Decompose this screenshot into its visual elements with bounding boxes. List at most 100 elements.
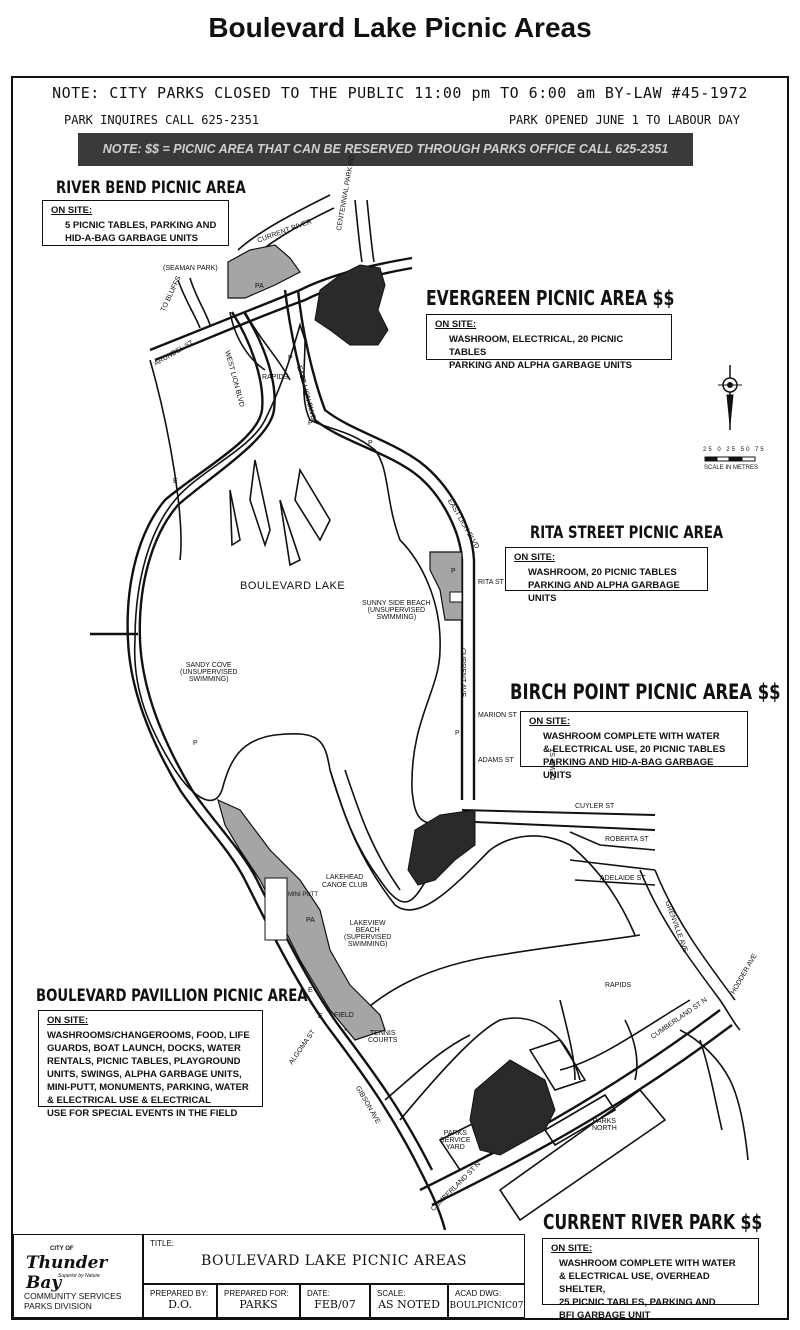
p-label: P xyxy=(451,568,456,575)
logo-tagline: Superior by Nature xyxy=(58,1273,100,1279)
sunny-side-label: SUNNY SIDE BEACH (UNSUPERVISED SWIMMING) xyxy=(362,600,431,621)
title-cell: TITLE: BOULEVARD LAKE PICNIC AREAS xyxy=(143,1234,525,1284)
thunder-bay-logo: Thunder Bay xyxy=(26,1253,108,1293)
lakehead-label: LAKEHEAD xyxy=(326,874,364,881)
prepared-for-value: PARKS xyxy=(239,1298,278,1311)
compass-icon xyxy=(718,365,742,430)
date-label: DATE: xyxy=(307,1289,330,1298)
on-site-label: ON SITE: xyxy=(529,716,571,727)
on-site-label: ON SITE: xyxy=(51,205,93,216)
scale-cell: SCALE: AS NOTED xyxy=(370,1284,448,1318)
on-site-label: ON SITE: xyxy=(551,1243,593,1254)
rita-text: WASHROOM, 20 PICNIC TABLES PARKING AND A… xyxy=(528,567,680,604)
evergreen-title: EVERGREEN PICNIC AREA $$ xyxy=(426,286,675,310)
current-river-title: CURRENT RIVER PARK $$ xyxy=(543,1210,763,1234)
cuyler-label: CUYLER ST xyxy=(575,803,615,810)
p-label: P xyxy=(455,730,460,737)
canoe-club-label: CANOE CLUB xyxy=(322,882,368,889)
e-label: E xyxy=(308,987,313,994)
scale-value: AS NOTED xyxy=(378,1298,440,1311)
current-river-park-area xyxy=(469,1059,556,1156)
acad-cell: ACAD DWG: BOULPICNIC07 xyxy=(448,1284,525,1318)
scale-label: SCALE: xyxy=(377,1289,406,1298)
river-bend-area xyxy=(227,244,301,299)
scale-tick: 25 xyxy=(726,447,738,453)
field-label: FIELD xyxy=(334,1012,354,1019)
prepared-by-cell: PREPARED BY: D.O. xyxy=(143,1284,217,1318)
map-frame xyxy=(11,76,789,1320)
e-label: E xyxy=(173,478,178,485)
scale-tick: 25 xyxy=(703,447,714,453)
pavillion-title: BOULEVARD PAVILLION PICNIC AREA xyxy=(36,986,308,1006)
evergreen-area xyxy=(314,264,389,346)
current-ave-label: CURRENT AVE xyxy=(459,648,466,698)
lake-shoreline xyxy=(133,322,462,903)
p-label: P xyxy=(193,740,198,747)
east-lion-blvd-road xyxy=(283,289,464,800)
p-label: P xyxy=(368,440,373,447)
title-label: TITLE: xyxy=(150,1239,175,1248)
scale-caption: SCALE IN METRES xyxy=(704,465,759,471)
scale-tick: 75 xyxy=(755,447,766,453)
acad-label: ACAD DWG: xyxy=(455,1289,502,1298)
pa-label: PA xyxy=(306,917,315,924)
prepared-by-value: D.O. xyxy=(168,1298,192,1311)
seaman-park-label: (SEAMAN PARK) xyxy=(163,265,218,272)
closing-note: NOTE: CITY PARKS CLOSED TO THE PUBLIC 11… xyxy=(52,84,748,102)
reservation-note: NOTE: $$ = PICNIC AREA THAT CAN BE RESER… xyxy=(78,133,693,166)
pavillion-box: ON SITE: WASHROOMS/CHANGEROOMS, FOOD, LI… xyxy=(38,1010,263,1119)
evergreen-text: WASHROOM, ELECTRICAL, 20 PICNIC TABLES P… xyxy=(449,334,632,371)
tennis-label: TENNIS COURTS xyxy=(368,1030,398,1044)
pavillion-area xyxy=(217,798,386,1041)
date-value: FEB/07 xyxy=(314,1298,356,1311)
rapids-label: RAPIDS xyxy=(262,374,289,381)
scale-tick: 50 xyxy=(740,447,752,453)
p-label: P xyxy=(308,420,313,427)
lake-label: BOULEVARD LAKE xyxy=(240,580,346,592)
birch-title: BIRCH POINT PICNIC AREA $$ xyxy=(510,680,781,704)
e-label: E xyxy=(318,1013,323,1020)
evergreen-box: ON SITE: WASHROOM, ELECTRICAL, 20 PICNIC… xyxy=(426,314,672,371)
birch-box: ON SITE: WASHROOM COMPLETE WITH WATER & … xyxy=(520,711,748,781)
on-site-label: ON SITE: xyxy=(514,552,556,563)
scale-tick: 0 xyxy=(717,447,723,453)
prepared-for-cell: PREPARED FOR: PARKS xyxy=(217,1284,300,1318)
rita-box: ON SITE: WASHROOM, 20 PICNIC TABLES PARK… xyxy=(505,547,708,604)
pa-label: PA xyxy=(255,283,264,290)
mini-putt-label: MINI PUTT xyxy=(288,892,318,898)
dewe-label: DEWE ST xyxy=(550,748,557,780)
rita-street-area xyxy=(429,551,463,621)
parks-north-label: PARKS NORTH xyxy=(592,1118,617,1132)
parks-yard-label: PARKS SERVICE YARD xyxy=(440,1130,471,1151)
marion-label: MARION ST xyxy=(478,712,517,719)
cumberland-road xyxy=(419,1009,721,1192)
current-river-box: ON SITE: WASHROOM COMPLETE WITH WATER & … xyxy=(542,1238,759,1321)
roberta-label: ROBERTA ST xyxy=(605,836,649,843)
current-river-text: WASHROOM COMPLETE WITH WATER & ELECTRICA… xyxy=(559,1258,736,1321)
river-bend-text: 5 PICNIC TABLES, PARKING AND HID-A-BAG G… xyxy=(65,220,217,244)
inquiries-note: PARK INQUIRES CALL 625-2351 xyxy=(64,113,260,127)
adelaide-label: ADELAIDE ST xyxy=(600,875,646,882)
birch-text: WASHROOM COMPLETE WITH WATER & ELECTRICA… xyxy=(543,731,726,781)
acad-value: BOULPICNIC07 xyxy=(449,1301,524,1311)
p-label: P xyxy=(288,355,293,362)
sandy-cove-label: SANDY COVE (UNSUPERVISED SWIMMING) xyxy=(180,662,238,683)
scale-ticks: 25 0 25 50 75 xyxy=(703,447,766,453)
division-label: COMMUNITY SERVICES PARKS DIVISION xyxy=(24,1291,122,1311)
prepared-by-label: PREPARED BY: xyxy=(150,1289,209,1298)
page-title: Boulevard Lake Picnic Areas xyxy=(208,12,592,43)
pavillion-text: WASHROOMS/CHANGEROOMS, FOOD, LIFE GUARDS… xyxy=(47,1030,250,1119)
river-bend-box: ON SITE: 5 PICNIC TABLES, PARKING AND HI… xyxy=(42,200,229,246)
rita-st-label: RITA ST xyxy=(478,579,504,586)
prepared-for-label: PREPARED FOR: xyxy=(224,1289,289,1298)
title-value: BOULEVARD LAKE PICNIC AREAS xyxy=(200,1253,468,1269)
lakeview-label: LAKEVIEW BEACH (SUPERVISED SWIMMING) xyxy=(344,920,392,948)
on-site-label: ON SITE: xyxy=(435,319,477,330)
logo-cell: CITY OF Thunder Bay Superior by Nature C… xyxy=(13,1234,143,1318)
opening-note: PARK OPENED JUNE 1 TO LABOUR DAY xyxy=(508,113,740,127)
rita-title: RITA STREET PICNIC AREA xyxy=(530,523,724,543)
adams-label: ADAMS ST xyxy=(478,757,514,764)
birch-point-area xyxy=(407,809,476,886)
west-lion-blvd-road xyxy=(126,311,447,1231)
